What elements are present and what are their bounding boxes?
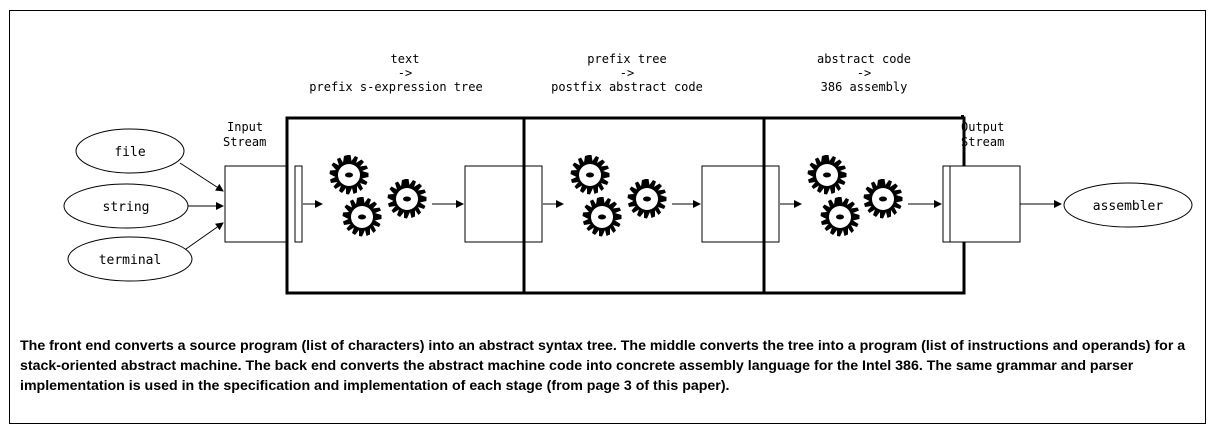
compiler-pipeline-diagram: text -> prefix s-expression tree prefix …: [63, 52, 1193, 295]
output-assembler: assembler: [1063, 182, 1193, 228]
figure-caption: The front end converts a source program …: [20, 338, 1186, 394]
stage-box-2: [464, 116, 780, 295]
stage-1-source: text: [391, 52, 420, 66]
stage-1-input-buffer: [294, 165, 303, 243]
stage-3-target: 386 assembly: [821, 80, 908, 94]
stage-2-source: prefix tree: [587, 52, 666, 66]
input-terminal-label: terminal: [99, 253, 162, 268]
input-terminal: terminal: [67, 236, 193, 282]
input-file-label: file: [114, 145, 145, 160]
stage-3-source: abstract code: [817, 52, 911, 66]
assembler-label: assembler: [1093, 199, 1164, 214]
stage-label-2: prefix tree -> postfix abstract code: [551, 52, 703, 94]
input-file: file: [75, 128, 185, 174]
stage-1-arrow: ->: [398, 66, 412, 80]
output-stream-label-line2: Stream: [961, 135, 1004, 149]
arrow-terminal-to-input-stream: [185, 222, 224, 250]
stage-1-target: prefix s-expression tree: [309, 80, 482, 94]
stage-3-arrow: ->: [857, 66, 871, 80]
figure-panel: text -> prefix s-expression tree prefix …: [9, 10, 1206, 424]
stage-2-arrow: ->: [620, 66, 634, 80]
output-stream-label-line1: Output: [961, 120, 1004, 134]
stage-box-3: [701, 116, 966, 295]
input-stream-label-line2: Stream: [223, 135, 266, 149]
arrow-file-to-input-stream: [179, 162, 224, 192]
input-stream-label-line1: Input: [227, 120, 263, 134]
stage-label-1: text -> prefix s-expression tree: [309, 52, 482, 94]
stage-2-target: postfix abstract code: [551, 80, 703, 94]
stage-box-1: [285, 116, 543, 295]
output-stream: Output Stream: [942, 115, 1021, 243]
input-string-label: string: [103, 200, 150, 215]
input-string: string: [63, 183, 189, 229]
stage-label-3: abstract code -> 386 assembly: [817, 52, 911, 94]
